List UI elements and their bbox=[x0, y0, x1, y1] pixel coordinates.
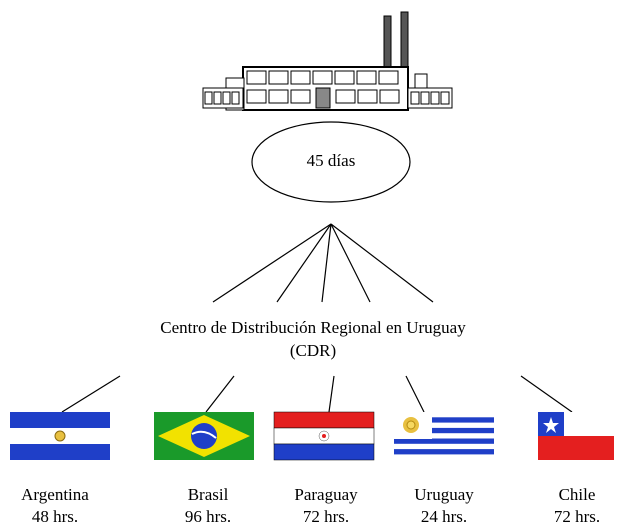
country-time-uruguay: 24 hrs. bbox=[420, 507, 468, 526]
uruguay-flag bbox=[394, 412, 494, 460]
factory-window bbox=[356, 70, 377, 85]
country-name-uruguay: Uruguay bbox=[414, 485, 474, 504]
country-time-chile: 72 hrs. bbox=[553, 507, 601, 526]
factory-window bbox=[312, 70, 333, 85]
country-name-argentina: Argentina bbox=[21, 485, 89, 504]
factory-window bbox=[357, 89, 378, 104]
uruguay-flag-stripe bbox=[394, 417, 494, 423]
factory-window bbox=[268, 70, 289, 85]
brazil-flag bbox=[154, 412, 254, 460]
factory-window bbox=[335, 89, 356, 104]
factory-icon bbox=[202, 11, 453, 111]
factory-window bbox=[231, 91, 240, 105]
country-name-chile: Chile bbox=[558, 485, 596, 504]
country-name-paraguay: Paraguay bbox=[294, 485, 358, 504]
factory-window bbox=[430, 91, 440, 105]
uruguay-flag-stripe bbox=[394, 438, 494, 444]
argentina-flag bbox=[10, 412, 110, 460]
factory-window bbox=[222, 91, 231, 105]
factory-window bbox=[334, 70, 355, 85]
country-name-brasil: Brasil bbox=[187, 485, 229, 504]
factory-window bbox=[268, 89, 289, 104]
factory-window bbox=[204, 91, 213, 105]
uruguay-flag-stripe bbox=[394, 449, 494, 455]
factory-window bbox=[410, 91, 420, 105]
distribution-center-acronym: (CDR) bbox=[289, 341, 337, 360]
lead-time-label: 45 días bbox=[306, 151, 356, 170]
country-time-paraguay: 72 hrs. bbox=[302, 507, 350, 526]
factory-window bbox=[246, 89, 267, 104]
factory-window bbox=[290, 89, 311, 104]
uruguay-flag-stripe bbox=[394, 427, 494, 434]
factory-window bbox=[246, 70, 267, 85]
factory-window bbox=[379, 89, 400, 104]
connector-lines-bottom bbox=[61, 375, 573, 413]
country-time-brasil: 96 hrs. bbox=[184, 507, 232, 526]
factory-window bbox=[378, 70, 399, 85]
factory-window bbox=[440, 91, 450, 105]
connector-lines-top bbox=[212, 223, 434, 303]
factory-window bbox=[290, 70, 311, 85]
distribution-center-label: Centro de Distribución Regional en Urugu… bbox=[160, 318, 466, 337]
lead-time-ellipse bbox=[251, 121, 411, 203]
paraguay-flag bbox=[273, 411, 375, 461]
factory-window bbox=[420, 91, 430, 105]
factory-window bbox=[213, 91, 222, 105]
chile-flag bbox=[538, 412, 614, 460]
country-time-argentina: 48 hrs. bbox=[31, 507, 79, 526]
